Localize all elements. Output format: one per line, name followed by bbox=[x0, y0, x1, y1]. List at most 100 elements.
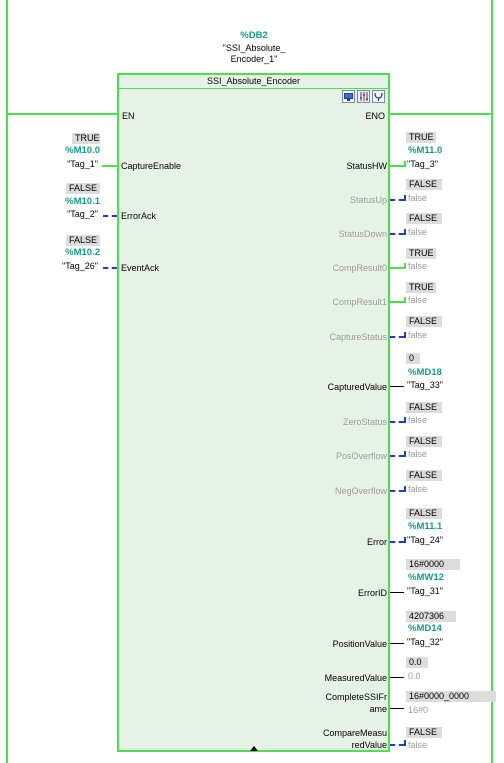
error-ack-wire bbox=[103, 215, 117, 217]
neg-overflow-wire bbox=[390, 490, 404, 492]
status-up-value[interactable]: FALSE bbox=[406, 179, 442, 190]
instance-db-name-line1[interactable]: "SSI_Absolute_ bbox=[222, 43, 286, 53]
zero-status-tick bbox=[404, 417, 406, 423]
captured-value-value[interactable]: 0 bbox=[406, 353, 420, 364]
status-up-tag[interactable]: false bbox=[408, 193, 428, 203]
monitor-icon[interactable] bbox=[342, 90, 355, 103]
zero-status-value[interactable]: FALSE bbox=[406, 402, 442, 413]
captured-value-wire bbox=[390, 386, 404, 387]
measured-value-tag[interactable]: 0.0 bbox=[408, 671, 421, 681]
comp-result0-tag[interactable]: false bbox=[408, 261, 428, 271]
comp-result0-wire bbox=[390, 267, 404, 269]
complete-ssi-frame-pin-line2: ame bbox=[369, 704, 387, 714]
event-ack-value[interactable]: FALSE bbox=[66, 235, 100, 246]
pos-overflow-pin: PosOverflow bbox=[335, 451, 387, 461]
status-hw-value[interactable]: TRUE bbox=[406, 132, 436, 143]
complete-ssi-frame-wire bbox=[390, 708, 404, 709]
status-up-pin: StatusUp bbox=[349, 195, 387, 205]
left-power-rail bbox=[6, 0, 8, 763]
capture-status-value[interactable]: FALSE bbox=[406, 316, 442, 327]
comp-result1-pin: CompResult1 bbox=[332, 297, 387, 307]
captured-value-tag[interactable]: "Tag_33" bbox=[407, 380, 443, 390]
measured-value-value[interactable]: 0.0 bbox=[406, 657, 428, 668]
compare-measured-value-value[interactable]: FALSE bbox=[406, 727, 442, 738]
capture-enable-address[interactable]: %M10.0 bbox=[65, 145, 100, 156]
neg-overflow-pin: NegOverflow bbox=[334, 486, 387, 496]
status-up-wire bbox=[390, 199, 404, 201]
capture-enable-tag[interactable]: "Tag_1" bbox=[67, 159, 98, 169]
neg-overflow-value[interactable]: FALSE bbox=[406, 470, 442, 481]
captured-value-pin: CapturedValue bbox=[327, 382, 387, 392]
zero-status-pin: ZeroStatus bbox=[342, 417, 387, 427]
error-wire bbox=[390, 541, 404, 543]
status-hw-pin: StatusHW bbox=[346, 161, 387, 171]
expand-arrow-icon[interactable] bbox=[250, 746, 258, 751]
measured-value-pin: MeasuredValue bbox=[324, 673, 387, 683]
status-down-value[interactable]: FALSE bbox=[406, 213, 442, 224]
compare-measured-value-pin-line1: CompareMeasu bbox=[322, 728, 387, 738]
position-value-tag[interactable]: "Tag_32" bbox=[407, 637, 443, 647]
capture-enable-pin: CaptureEnable bbox=[121, 161, 182, 171]
block-toolbar bbox=[342, 90, 385, 103]
error-ack-value[interactable]: FALSE bbox=[66, 183, 100, 194]
error-tick bbox=[404, 537, 406, 543]
error-tag[interactable]: "Tag_24" bbox=[407, 535, 443, 545]
comp-result0-value[interactable]: TRUE bbox=[406, 248, 436, 259]
event-ack-wire bbox=[103, 267, 117, 269]
capture-status-pin: CaptureStatus bbox=[329, 332, 387, 342]
capture-enable-value[interactable]: TRUE bbox=[72, 133, 100, 144]
compare-measured-value-wire bbox=[390, 744, 404, 746]
ssi-absolute-encoder-block[interactable]: SSI_Absolute_Encoder EN ENO bbox=[117, 73, 390, 752]
status-down-pin: StatusDown bbox=[338, 229, 387, 239]
pos-overflow-tick bbox=[404, 451, 406, 457]
error-ack-tag[interactable]: "Tag_2" bbox=[67, 209, 98, 219]
capture-enable-wire bbox=[102, 165, 117, 167]
status-hw-address[interactable]: %M11.0 bbox=[408, 145, 443, 156]
measured-value-wire bbox=[390, 677, 404, 678]
error-id-tag[interactable]: "Tag_31" bbox=[407, 586, 443, 596]
event-ack-address[interactable]: %M10.2 bbox=[65, 247, 100, 258]
comp-result0-tick bbox=[404, 263, 406, 269]
position-value-wire bbox=[390, 643, 404, 644]
zero-status-tag[interactable]: false bbox=[408, 415, 428, 425]
compare-measured-value-pin-line2: redValue bbox=[351, 740, 387, 750]
capture-status-wire bbox=[390, 336, 404, 338]
error-id-address[interactable]: %MW12 bbox=[408, 572, 444, 583]
comp-result1-value[interactable]: TRUE bbox=[406, 282, 436, 293]
capture-status-tag[interactable]: false bbox=[408, 330, 428, 340]
instance-db-address[interactable]: %DB2 bbox=[240, 30, 268, 41]
compare-measured-value-tag[interactable]: false bbox=[408, 740, 428, 750]
diagnostics-icon[interactable] bbox=[372, 90, 385, 103]
event-ack-pin: EventAck bbox=[121, 263, 160, 273]
event-ack-tag[interactable]: "Tag_26" bbox=[62, 261, 98, 271]
error-value[interactable]: FALSE bbox=[406, 508, 442, 519]
pos-overflow-wire bbox=[390, 455, 404, 457]
complete-ssi-frame-value[interactable]: 16#0000_0000 bbox=[406, 691, 496, 702]
position-value-address[interactable]: %MD14 bbox=[408, 623, 442, 634]
settings-icon[interactable] bbox=[357, 90, 370, 103]
status-hw-wire bbox=[390, 165, 404, 167]
comp-result1-wire bbox=[390, 301, 404, 303]
en-pin-label: EN bbox=[122, 111, 135, 121]
position-value-value[interactable]: 4207306 bbox=[406, 611, 456, 622]
pos-overflow-value[interactable]: FALSE bbox=[406, 436, 442, 447]
block-type-title[interactable]: SSI_Absolute_Encoder bbox=[119, 75, 388, 89]
captured-value-address[interactable]: %MD18 bbox=[408, 367, 442, 378]
error-ack-address[interactable]: %M10.1 bbox=[65, 196, 100, 207]
eno-wire bbox=[390, 113, 491, 115]
neg-overflow-tag[interactable]: false bbox=[408, 484, 428, 494]
comp-result1-tag[interactable]: false bbox=[408, 295, 428, 305]
comp-result1-tick bbox=[404, 297, 406, 303]
error-address[interactable]: %M11.1 bbox=[408, 521, 443, 532]
error-id-wire bbox=[390, 592, 404, 593]
pos-overflow-tag[interactable]: false bbox=[408, 449, 428, 459]
status-hw-tag[interactable]: "Tag_3" bbox=[407, 159, 438, 169]
status-down-tag[interactable]: false bbox=[408, 227, 428, 237]
en-wire bbox=[8, 113, 117, 115]
compare-measured-value-tick bbox=[404, 740, 406, 746]
position-value-pin: PositionValue bbox=[332, 639, 387, 649]
instance-db-name-line2[interactable]: Encoder_1" bbox=[230, 54, 278, 64]
complete-ssi-frame-tag[interactable]: 16#0 bbox=[408, 705, 429, 715]
eno-pin-label: ENO bbox=[365, 111, 385, 121]
error-id-value[interactable]: 16#0000 bbox=[406, 559, 460, 570]
